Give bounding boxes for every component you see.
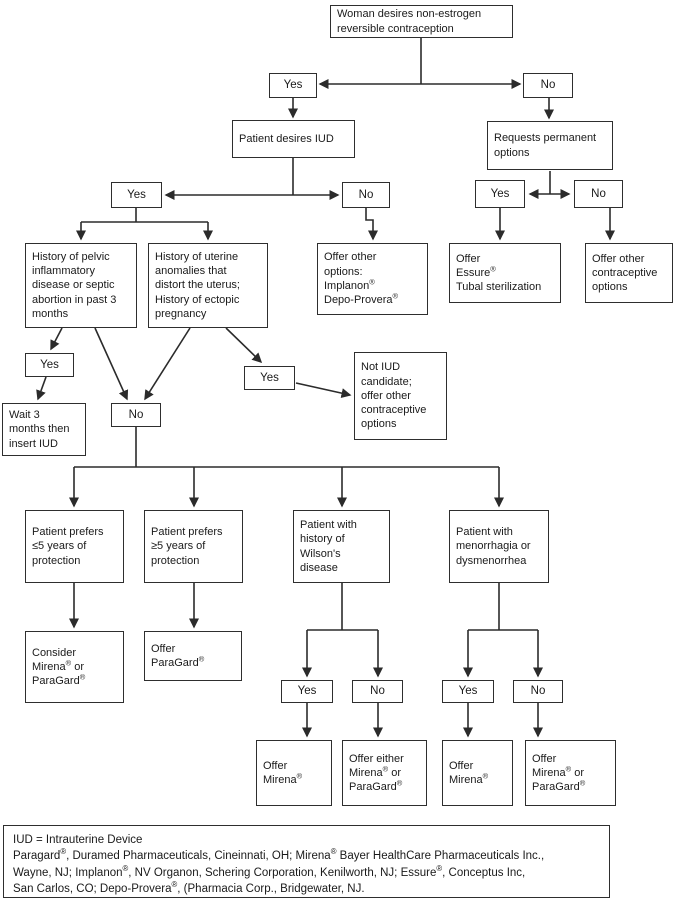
node-yes-permanent-label: Yes — [490, 187, 510, 200]
node-offer-mirena-menorrhagia-yes: Offer Mirena® — [442, 740, 513, 806]
node-no-2-label: No — [358, 188, 374, 201]
node-offer-essure: Offer Essure® Tubal sterilization — [449, 243, 561, 303]
node-offer-mirena-or-paragard: Offer Mirena® or ParaGard® — [525, 740, 616, 806]
node-not-iud-candidate-label: Not IUD candidate; offer other contracep… — [361, 361, 427, 431]
node-yes-2: Yes — [111, 182, 162, 208]
node-yes-5: Yes — [281, 680, 333, 703]
node-offer-paragard: Offer ParaGard® — [144, 631, 242, 681]
node-requests-permanent: Requests permanent options — [487, 121, 613, 170]
node-yes-1-label: Yes — [283, 79, 303, 92]
node-offer-other-contraceptive-label: Offer other contraceptive options — [592, 252, 658, 294]
node-yes-5-label: Yes — [297, 685, 317, 698]
node-yes-3-label: Yes — [40, 358, 59, 371]
footnote-line-1: IUD = Intrauterine Device — [13, 834, 143, 846]
node-offer-mirena-or-paragard-label: Offer Mirena® or ParaGard® — [532, 752, 586, 794]
node-no-2: No — [342, 182, 390, 208]
node-no-6: No — [513, 680, 563, 703]
node-yes-4: Yes — [244, 366, 295, 390]
node-offer-other-options-label: Offer other options: Implanon® Depo-Prov… — [324, 251, 398, 307]
node-not-iud-candidate: Not IUD candidate; offer other contracep… — [354, 352, 447, 440]
node-no-3: No — [111, 403, 161, 427]
node-pid-history: History of pelvic inflammatory disease o… — [25, 243, 137, 328]
node-offer-mirena-menorrhagia-yes-label: Offer Mirena® — [449, 759, 489, 786]
node-no-6-label: No — [530, 685, 546, 698]
node-wilsons-disease-label: Patient with history of Wilson's disease — [300, 518, 357, 574]
footnote-line-2: Paragard®, Duramed Pharmaceuticals, Cine… — [13, 847, 545, 863]
node-offer-paragard-label: Offer ParaGard® — [151, 642, 205, 669]
node-woman-desires: Woman desires non-estrogen reversible co… — [330, 5, 513, 38]
node-offer-either-mirena-paragard-label: Offer either Mirena® or ParaGard® — [349, 752, 404, 794]
node-yes-6-label: Yes — [458, 685, 478, 698]
node-wait-insert-label: Wait 3 months then insert IUD — [9, 409, 70, 450]
node-offer-essure-label: Offer Essure® Tubal sterilization — [456, 252, 542, 294]
node-consider-mirena-paragard: Consider Mirena® or ParaGard® — [25, 631, 124, 703]
node-prefers-ge5-label: Patient prefers ≥5 years of protection — [151, 526, 223, 567]
node-yes-4-label: Yes — [260, 371, 279, 384]
footnote-line-3: Wayne, NJ; Implanon®, NV Organon, Scheri… — [13, 863, 526, 879]
node-prefers-le5: Patient prefers ≤5 years of protection — [25, 510, 124, 583]
node-yes-6: Yes — [442, 680, 494, 703]
node-menorrhagia-label: Patient with menorrhagia or dysmenorrhea — [456, 526, 531, 567]
node-yes-3: Yes — [25, 353, 74, 377]
node-no-5-label: No — [370, 685, 385, 698]
node-patient-desires-iud-label: Patient desires IUD — [239, 132, 334, 145]
footnote-line-4: San Carlos, CO; Depo-Provera®, (Pharmaci… — [13, 880, 365, 895]
node-no-3-label: No — [128, 408, 144, 421]
node-consider-mirena-paragard-label: Consider Mirena® or ParaGard® — [32, 646, 86, 688]
node-no-permanent-label: No — [591, 187, 606, 200]
node-yes-permanent: Yes — [475, 180, 525, 208]
node-no-1: No — [523, 73, 573, 98]
node-menorrhagia: Patient with menorrhagia or dysmenorrhea — [449, 510, 549, 583]
node-yes-2-label: Yes — [127, 188, 146, 201]
node-wilsons-disease: Patient with history of Wilson's disease — [293, 510, 390, 583]
node-requests-permanent-label: Requests permanent options — [494, 132, 597, 159]
node-prefers-ge5: Patient prefers ≥5 years of protection — [144, 510, 243, 583]
node-uterine-history: History of uterine anomalies that distor… — [148, 243, 268, 328]
node-wait-insert: Wait 3 months then insert IUD — [2, 403, 86, 456]
footnote-box: IUD = Intrauterine Device Paragard®, Dur… — [3, 825, 610, 898]
node-offer-either-mirena-paragard: Offer either Mirena® or ParaGard® — [342, 740, 427, 806]
node-uterine-history-label: History of uterine anomalies that distor… — [155, 250, 240, 320]
node-yes-1: Yes — [269, 73, 317, 98]
node-offer-mirena-wilsons-yes-label: Offer Mirena® — [263, 759, 303, 786]
node-pid-history-label: History of pelvic inflammatory disease o… — [32, 250, 117, 320]
node-prefers-le5-label: Patient prefers ≤5 years of protection — [32, 526, 104, 567]
node-offer-other-contraceptive: Offer other contraceptive options — [585, 243, 673, 303]
node-offer-other-options: Offer other options: Implanon® Depo-Prov… — [317, 243, 428, 315]
node-patient-desires-iud: Patient desires IUD — [232, 120, 355, 158]
node-no-permanent: No — [574, 180, 623, 208]
node-no-5: No — [352, 680, 403, 703]
node-woman-desires-label: Woman desires non-estrogen reversible co… — [337, 8, 482, 35]
node-offer-mirena-wilsons-yes: Offer Mirena® — [256, 740, 332, 806]
node-no-1-label: No — [540, 79, 556, 92]
